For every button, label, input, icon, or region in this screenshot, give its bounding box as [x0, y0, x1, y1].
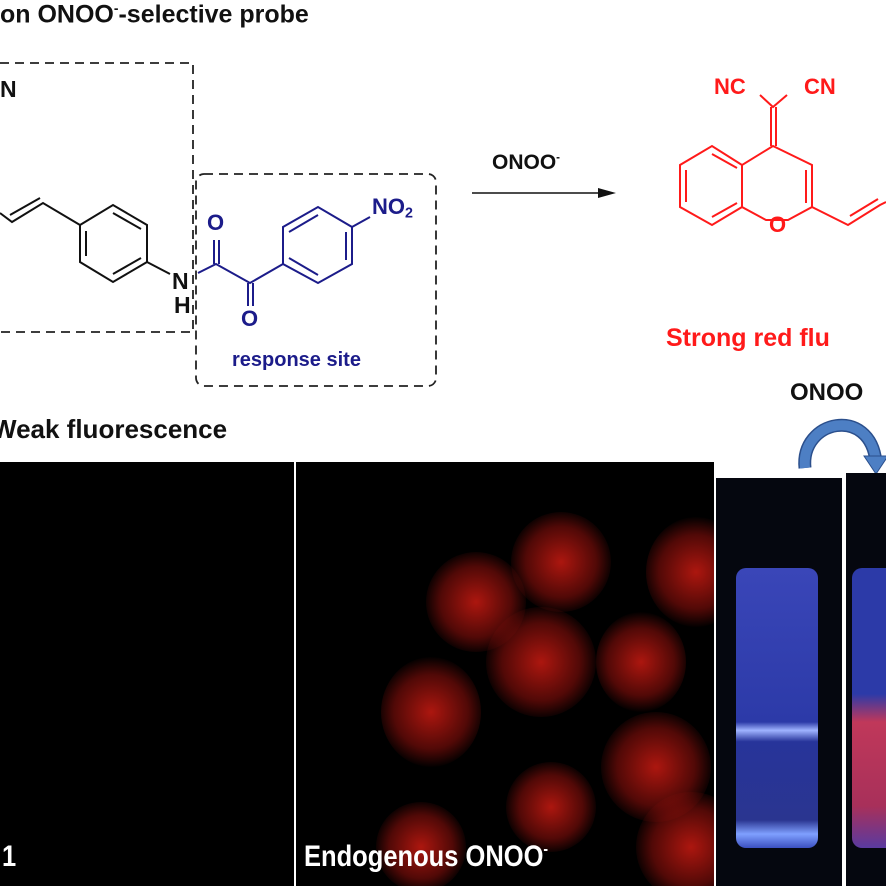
probe-black-structure — [0, 197, 171, 284]
cell — [646, 517, 714, 627]
product-structure — [679, 94, 886, 227]
control-panel-label: 1 — [2, 840, 17, 873]
cell — [511, 512, 611, 612]
probe-nh-n: N — [172, 268, 189, 294]
probe-nh-h: H — [174, 292, 191, 318]
response-site-structure — [197, 205, 371, 306]
endogenous-cell-image: Endogenous ONOO- — [296, 462, 714, 886]
cell — [486, 607, 596, 717]
carbonyl-oxygen-1: O — [207, 210, 225, 235]
endogenous-panel-label: Endogenous ONOO- — [304, 840, 549, 873]
product-nc-label: NC — [714, 74, 746, 99]
strong-red-fluorescence-label: Strong red flu — [666, 324, 830, 352]
cell — [376, 802, 466, 886]
control-cell-image: 1 — [0, 462, 294, 886]
weak-fluorescence-label: Weak fluorescence — [0, 414, 228, 444]
vial-after-photo — [846, 473, 886, 886]
vial-before-photo — [716, 478, 842, 886]
figure-title: on ONOO--selective probe — [0, 0, 309, 29]
probe-n-label: N — [0, 76, 17, 102]
response-site-dashed-box — [195, 173, 437, 387]
vials-reagent-label: ONOO — [790, 379, 864, 406]
cell — [506, 762, 596, 852]
vial-blue-solution — [736, 568, 818, 848]
carbonyl-oxygen-2: O — [241, 306, 259, 331]
structures-svg — [0, 62, 886, 387]
nitro-group: NO2 — [372, 194, 413, 222]
cell — [596, 612, 686, 712]
reaction-arrowhead — [598, 188, 616, 198]
reaction-reagent-label: ONOO- — [492, 151, 561, 174]
cell — [381, 657, 481, 767]
response-site-label: response site — [232, 349, 361, 371]
product-ring-oxygen: O — [769, 212, 787, 237]
product-cn-label: CN — [804, 74, 836, 99]
fluorophore-dashed-box — [0, 62, 194, 333]
vial-red-solution — [852, 568, 886, 848]
